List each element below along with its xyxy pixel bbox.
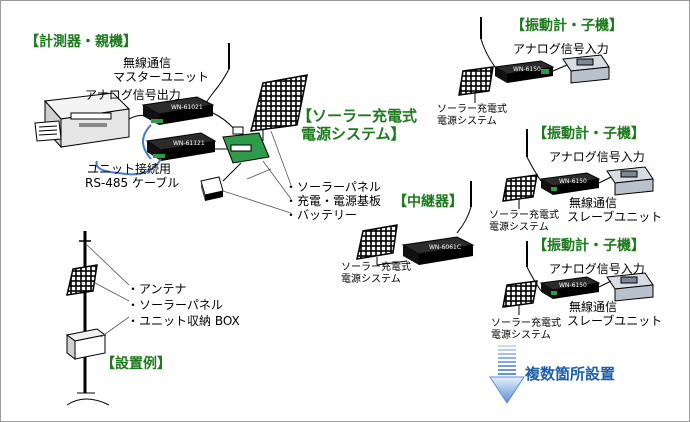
child2-slave-label-2: スレーブユニット [567,210,663,224]
child1-unit: WN-6150 [493,60,555,83]
relay-solar-panel [356,224,408,266]
child1-solar-label-2: 電源システム [437,116,497,127]
interface-unit: WN-61121 [145,132,217,161]
relay-antenna [456,181,472,234]
install-solar-panel [66,264,98,296]
analog-output-label: アナログ信号出力 [85,88,181,102]
child1-solar-label-1: ソーラー充電式 [437,104,507,115]
child3-header: 【振動計・子機】 [533,238,645,254]
master-header: 【計測器・親機】 [25,34,137,50]
recorder-device [34,92,131,149]
child3-antenna [526,241,542,292]
solar-header-1: 【ソーラー充電式 [297,107,418,125]
multi-location-label: 複数箇所設置 [525,365,616,383]
child1-solar-panel [458,66,494,103]
install-header: 【設置例】 [101,356,171,372]
child2-slave-label-1: 無線通信 [569,196,618,210]
child3-slave-label-1: 無線通信 [569,300,618,314]
install-list-1: ・アンテナ [127,282,187,296]
solar-header-2: 電源システム】 [301,125,406,143]
cable-label-2: RS-485 ケーブル [85,176,180,190]
wireless-label-2: マスターユニット [113,70,210,84]
install-box [65,328,107,360]
relay-header: 【中継器】 [393,194,463,210]
child2-antenna [526,129,542,182]
cable-label-1: ユニット接続用 [87,162,172,176]
solar-list-3: ・バッテリー [285,208,358,222]
relay-solar-label-2: 電源システム [341,274,401,285]
svg-text:WN-6150: WN-6150 [559,178,587,185]
child3-unit: WN-6150 [539,276,601,299]
relay-unit: WN-6061C [401,236,475,265]
child3-solar-panel [502,280,538,315]
solar-list-1: ・ソーラーパネル [285,180,381,194]
battery [200,176,224,201]
child1-antenna [480,17,496,68]
install-list-3: ・ユニット収納 BOX [127,314,240,328]
relay-solar-label-1: ソーラー充電式 [341,262,411,273]
install-list-2: ・ソーラーパネル [127,298,223,312]
svg-text:WN-6150: WN-6150 [513,66,541,73]
wireless-label-1: 無線通信 [123,56,172,70]
child3-solar-label-2: 電源システム [491,330,551,341]
solar-panel-main [250,74,308,132]
install-pole [66,231,110,406]
child3-slave-label-2: スレーブユニット [567,314,663,328]
svg-text:WN-61121: WN-61121 [173,140,205,147]
svg-text:WN-61021: WN-61021 [171,104,203,111]
svg-text:WN-6061C: WN-6061C [429,244,461,251]
solar-list-2: ・充電・電源基板 [285,194,382,208]
power-board [222,126,270,164]
child3-solar-label-1: ソーラー充電式 [491,318,561,329]
child1-analog-label: アナログ信号入力 [513,42,609,56]
child3-analog-label: アナログ信号入力 [549,262,645,276]
child2-header: 【振動計・子機】 [533,126,645,142]
child2-solar-panel [502,174,538,209]
svg-text:WN-6150: WN-6150 [559,282,587,289]
child2-solar-label-1: ソーラー充電式 [489,210,559,221]
child2-solar-label-2: 電源システム [489,222,549,233]
child3-vibration-meter [598,272,654,302]
master-unit: WN-61021 [141,96,215,125]
child1-header: 【振動計・子機】 [511,18,623,34]
child2-unit: WN-6150 [539,172,601,195]
child2-vibration-meter [598,166,654,196]
multi-location-arrow [489,345,525,404]
child1-vibration-meter [552,54,610,84]
child2-analog-label: アナログ信号入力 [549,150,645,164]
